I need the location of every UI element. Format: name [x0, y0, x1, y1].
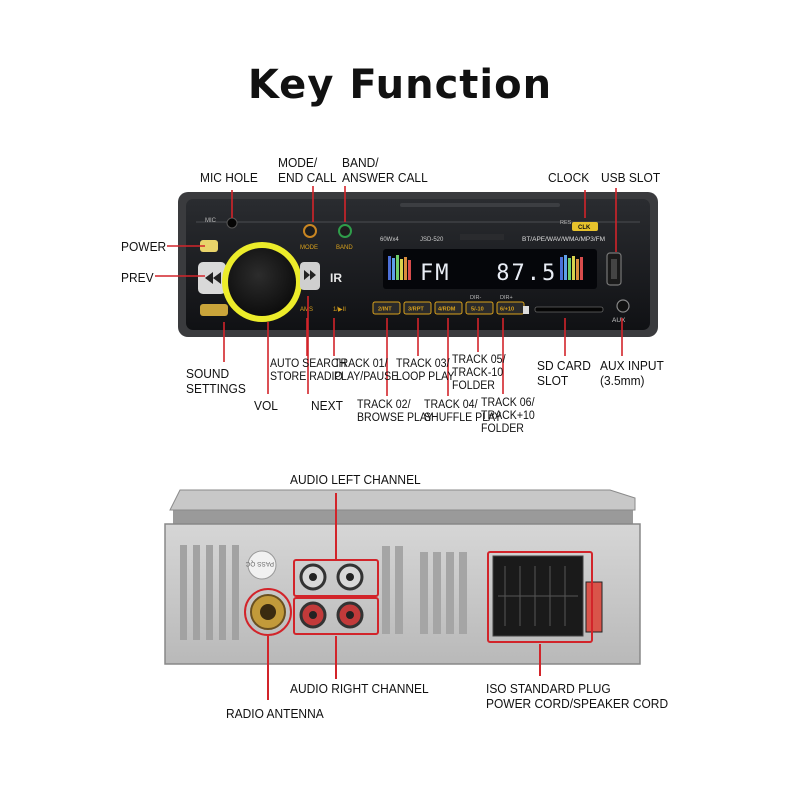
model-text: JSD-520	[420, 237, 444, 243]
button-5	[465, 301, 494, 315]
label-band: BAND/ANSWER CALL	[342, 155, 428, 185]
label-mic-hole: MIC HOLE	[200, 170, 258, 185]
label-track02: TRACK 02/BROWSE PLAY	[357, 399, 434, 424]
label-clock: CLOCK	[548, 170, 590, 185]
play-btn-text: 1/▶II	[333, 307, 346, 313]
label-audio-right: AUDIO RIGHT CHANNEL	[290, 681, 429, 696]
label-mode: MODE/END CALL	[278, 155, 337, 185]
sound-settings-button	[200, 304, 228, 316]
ams-text: AMS	[300, 307, 313, 313]
svg-text:6/+10: 6/+10	[500, 307, 514, 313]
band-text: BAND	[336, 245, 353, 251]
label-power: POWER	[121, 239, 167, 254]
clk-text: CLK	[578, 225, 591, 231]
dir-minus-text: DIR-	[470, 295, 481, 301]
page-title: Key Function	[247, 62, 553, 108]
eq-left	[388, 255, 411, 280]
label-vol: VOL	[254, 398, 278, 413]
rca-right-channel	[299, 601, 364, 629]
label-next: NEXT	[311, 398, 343, 413]
svg-text:5/-10: 5/-10	[471, 307, 484, 313]
pass-qc-text: PASS QC	[245, 560, 274, 567]
button-2	[372, 301, 401, 315]
power-button	[200, 240, 218, 252]
rear-callout-lines	[244, 493, 593, 700]
eq-right	[560, 255, 583, 280]
button-3	[403, 301, 432, 315]
front-callout-lines	[155, 186, 623, 396]
display-text: FM 87.5	[420, 261, 557, 286]
sd-card-slot	[534, 306, 604, 313]
label-radio-antenna: RADIO ANTENNA	[226, 706, 324, 721]
dir-plus-text: DIR+	[500, 295, 513, 301]
label-prev: PREV	[121, 270, 154, 285]
aux-jack	[616, 299, 630, 313]
rear-panel-illustration: PASS QC	[164, 489, 641, 665]
clk-button	[572, 222, 598, 231]
lcd-display	[383, 249, 597, 289]
svg-text:2/INT: 2/INT	[378, 307, 392, 313]
fuse-block	[585, 581, 603, 633]
rca-left-channel	[299, 563, 364, 591]
band-button	[338, 224, 352, 238]
res-text: RES	[560, 220, 572, 226]
label-track01: TRACK 01/PLAY/PAUSE	[334, 358, 399, 383]
svg-text:4/RDM: 4/RDM	[438, 307, 456, 313]
prev-icon	[205, 272, 221, 284]
volume-knob	[228, 248, 296, 316]
mode-text: MODE	[300, 245, 318, 251]
label-track04: TRACK 04/SHUFFLE PLAY	[424, 399, 502, 424]
label-usb-slot: USB SLOT	[601, 170, 661, 185]
label-track03: TRACK 03/LOOP PLAY	[396, 358, 455, 383]
label-audio-left: AUDIO LEFT CHANNEL	[290, 472, 421, 487]
label-aux-input: AUX INPUT(3.5mm)	[600, 358, 664, 388]
mode-button	[303, 224, 317, 238]
mic-hole	[226, 217, 238, 229]
mic-text: MIC	[205, 218, 217, 224]
formats-text: BT/APE/WAV/WMA/MP3/FM	[522, 236, 605, 243]
svg-text:IR: IR	[330, 271, 342, 285]
power-rating-text: 60Wx4	[380, 237, 399, 243]
aux-text: AUX	[612, 317, 626, 324]
button-4	[434, 301, 463, 315]
svg-text:3/RPT: 3/RPT	[408, 307, 424, 313]
